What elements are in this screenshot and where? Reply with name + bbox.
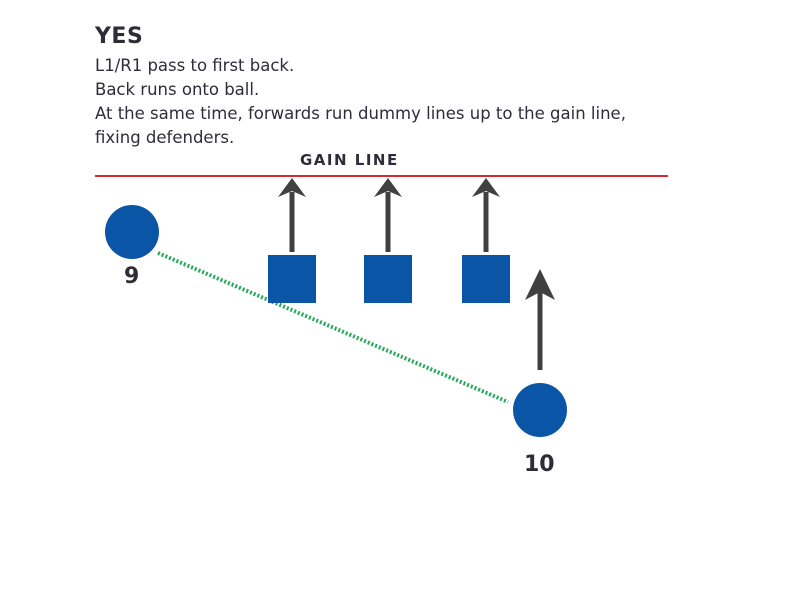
forward-run-arrow — [472, 178, 500, 252]
description-line: L1/R1 pass to first back. — [95, 56, 295, 75]
fly-half-label: 10 — [524, 452, 555, 477]
description: L1/R1 pass to first back. Back runs onto… — [95, 54, 626, 150]
description-line: At the same time, forwards run dummy lin… — [95, 104, 626, 123]
forward-player — [364, 255, 412, 303]
gain-line-label: GAIN LINE — [300, 151, 399, 169]
fly-half-run-arrow — [525, 269, 555, 370]
description-line: fixing defenders. — [95, 128, 235, 147]
scrum-half-label: 9 — [124, 264, 140, 289]
forward-run-arrow — [374, 178, 402, 252]
forward-run-arrow — [278, 178, 306, 252]
description-line: Back runs onto ball. — [95, 80, 260, 99]
scrum-half-player — [105, 205, 159, 259]
pass-line — [157, 251, 509, 404]
forward-player — [462, 255, 510, 303]
fly-half-player — [513, 383, 567, 437]
forward-player — [268, 255, 316, 303]
page-title: YES — [95, 24, 144, 49]
